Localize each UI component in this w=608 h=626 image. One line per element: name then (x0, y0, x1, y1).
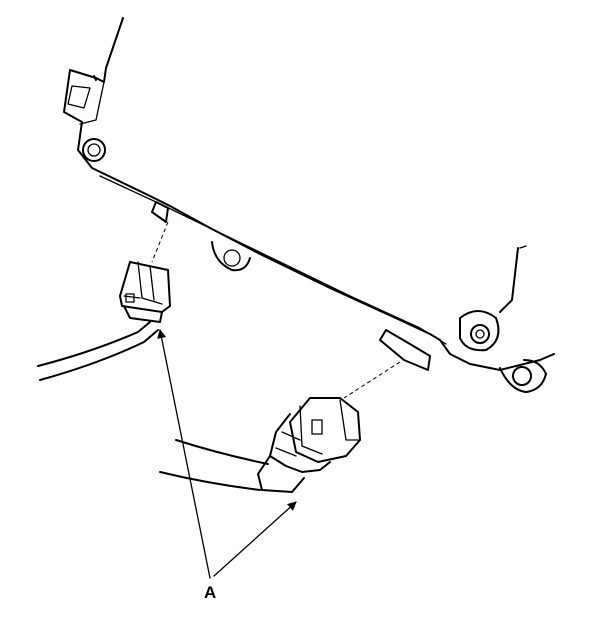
mount-boss-right (470, 324, 490, 344)
socket-left (151, 201, 169, 223)
socket-right (379, 329, 431, 371)
callout-arrows (157, 329, 297, 579)
connector-right (159, 397, 361, 493)
housing-outline (63, 17, 555, 393)
lower-boss-right (512, 366, 532, 386)
alignment-lines (151, 221, 401, 399)
callout-label-a: A (204, 583, 216, 602)
mount-boss-left (82, 138, 106, 162)
connector-left (37, 261, 171, 381)
lower-boss-left (223, 249, 241, 267)
